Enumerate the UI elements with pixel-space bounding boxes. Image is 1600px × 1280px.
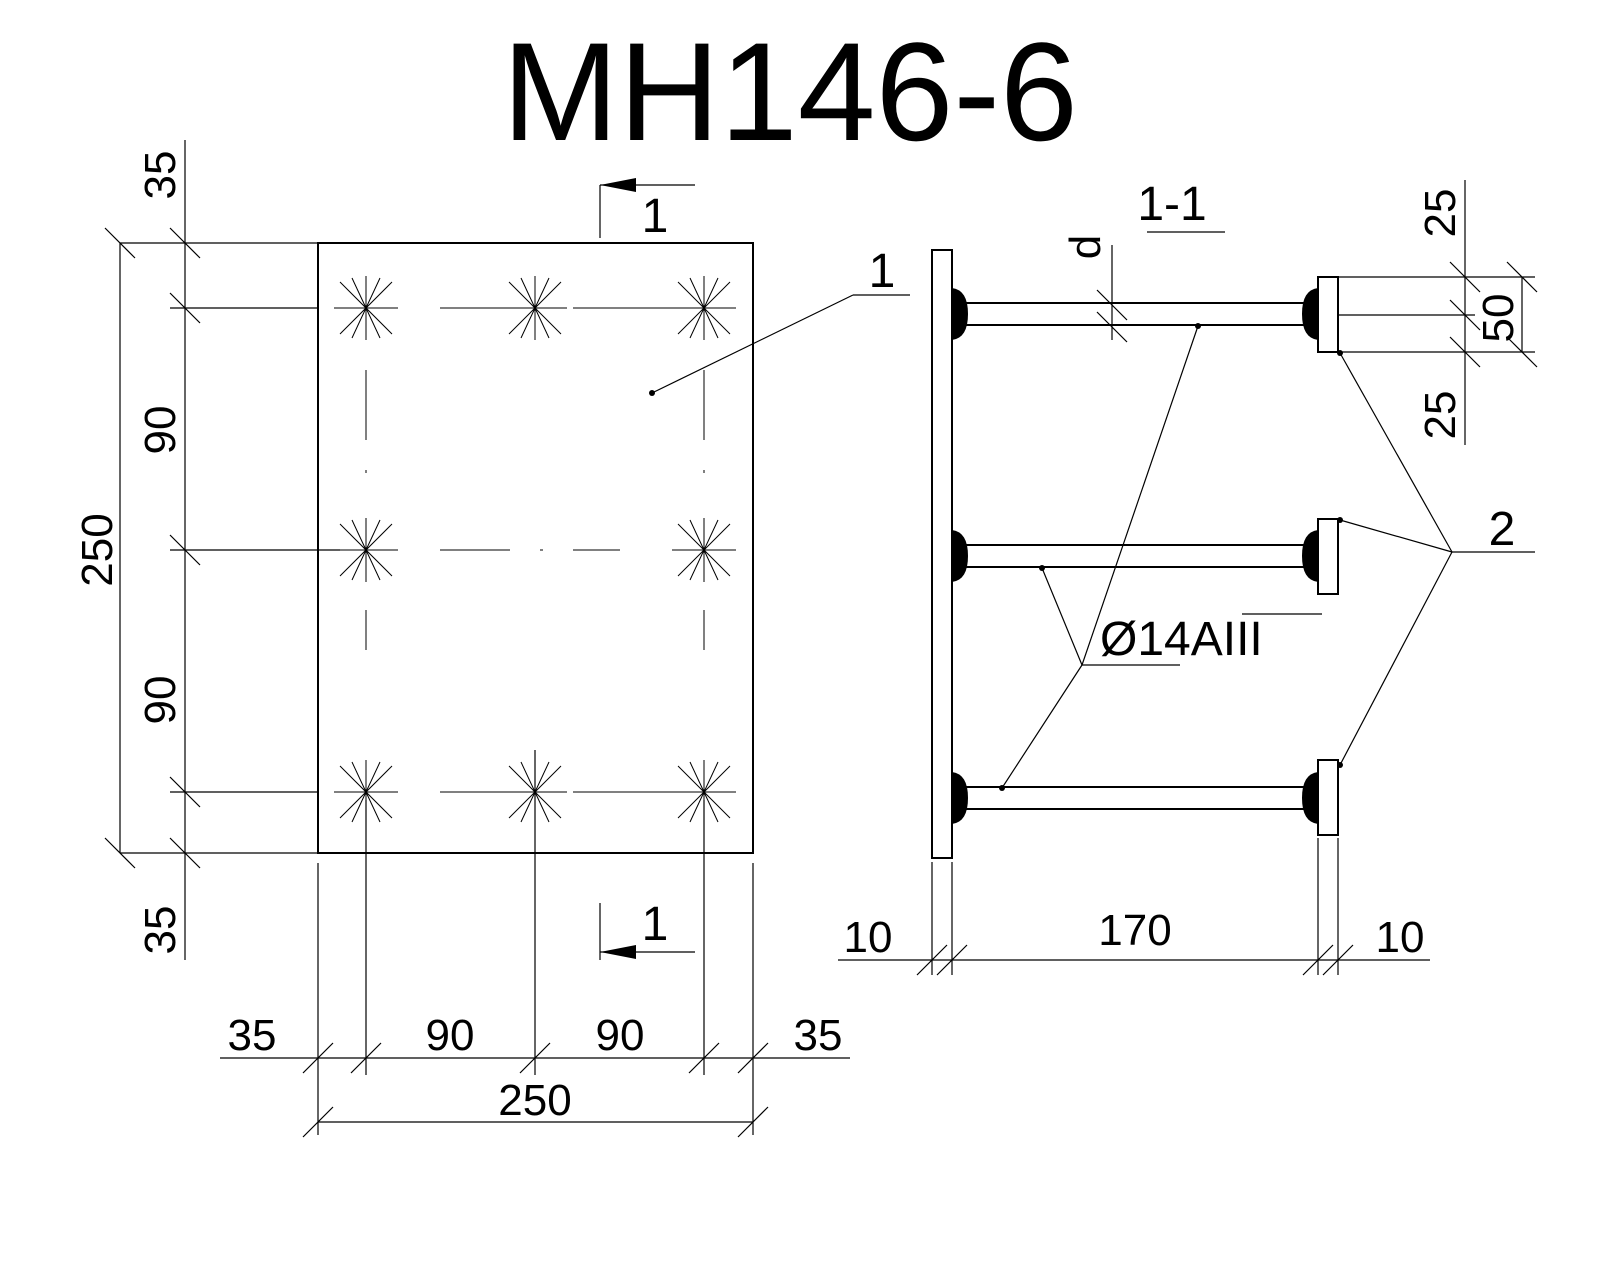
section-mark-bottom-label: 1 — [642, 898, 669, 951]
anchor-mark — [334, 276, 398, 340]
plan-bottom-dimensions — [220, 750, 850, 1138]
plan-view: 35 90 90 35 250 35 90 90 35 250 — [73, 140, 910, 1138]
plan-center-lines — [365, 307, 705, 793]
rebar-anchor-bottom — [952, 759, 1339, 836]
plan-dim-lower-90: 90 — [136, 676, 185, 725]
anchor-mark — [334, 518, 398, 582]
plan-dim-left-35: 35 — [228, 1011, 277, 1060]
plate-leader — [649, 294, 910, 396]
rebar-anchor-top — [952, 276, 1339, 353]
plan-left-dimensions — [104, 140, 340, 960]
section-right-dimensions — [1338, 180, 1538, 445]
rebar-anchor-middle — [952, 518, 1339, 595]
plan-dim-upper-90: 90 — [136, 406, 185, 455]
anchor-mark — [334, 760, 398, 824]
section-plate — [931, 249, 953, 859]
rebar-label: Ø14AIII — [1100, 613, 1263, 666]
section-bottom-dimensions — [838, 838, 1430, 976]
rebar-anchors — [952, 276, 1339, 836]
plan-dim-mid-right-90: 90 — [596, 1011, 645, 1060]
section-dim-170: 170 — [1098, 906, 1171, 955]
section-dim-top-25: 25 — [1416, 189, 1465, 238]
section-title: 1-1 — [1137, 178, 1206, 231]
plan-dim-overall-height: 250 — [73, 513, 122, 586]
section-mark-top-label: 1 — [642, 190, 669, 243]
section-dim-bottom-25: 25 — [1416, 391, 1465, 440]
plan-dim-overall-width: 250 — [498, 1076, 571, 1125]
plan-dim-bottom-35: 35 — [136, 906, 185, 955]
thickness-dimension — [1096, 245, 1128, 343]
thickness-label: d — [1061, 235, 1110, 259]
section-mark-top — [599, 178, 695, 238]
anchor-mark — [672, 276, 736, 340]
plate-part-label: 1 — [869, 245, 896, 298]
drawing-title: MH146-6 — [502, 13, 1078, 170]
anchor-marks — [334, 276, 736, 824]
anchor-mark — [503, 276, 567, 340]
plan-dim-top-35: 35 — [136, 151, 185, 200]
plan-dim-mid-left-90: 90 — [426, 1011, 475, 1060]
section-dim-right-10: 10 — [1376, 913, 1425, 962]
plan-dim-right-35: 35 — [794, 1011, 843, 1060]
section-mark-bottom — [599, 903, 695, 960]
section-view: 1-1 — [838, 178, 1538, 976]
anchor-mark — [672, 518, 736, 582]
rebar-leader — [999, 323, 1201, 791]
anchor-plate-leader — [1337, 350, 1535, 768]
section-dim-50: 50 — [1474, 294, 1523, 343]
section-dim-left-10: 10 — [844, 913, 893, 962]
anchor-plate-part-label: 2 — [1489, 503, 1516, 556]
